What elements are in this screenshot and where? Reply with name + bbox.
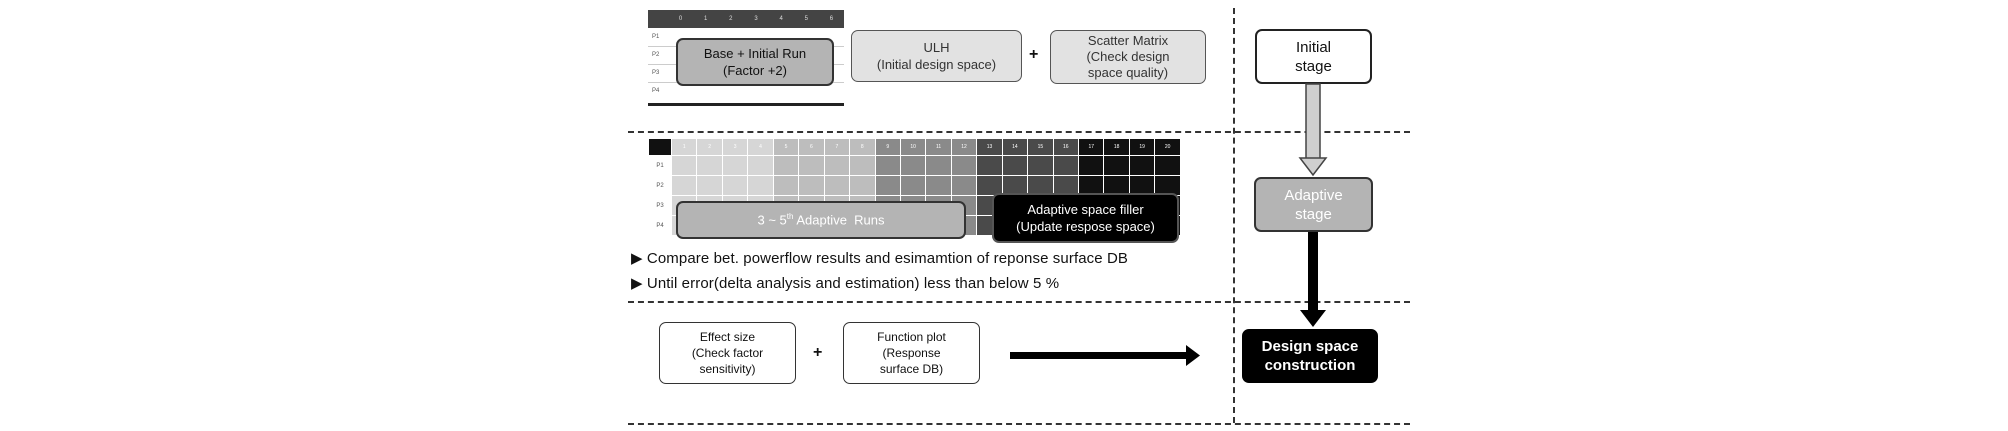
arrow-initial-to-adaptive xyxy=(1298,83,1328,177)
grid-cell xyxy=(696,155,723,176)
grid-cell xyxy=(874,175,901,196)
adaptive-runs-box: 3 ~ 5th Adaptive Runs xyxy=(676,201,966,239)
table-row-label: P3 xyxy=(652,70,660,76)
adaptive-runs-label: 3 ~ 5th Adaptive Runs xyxy=(757,212,885,228)
table-header-cell: 5 xyxy=(804,16,808,22)
bullet-compare: ▶ Compare bet. powerflow results and esi… xyxy=(631,249,1128,267)
adaptive-space-filler-box: Adaptive space filler (Update respose sp… xyxy=(992,193,1179,243)
table-header-cell: 4 xyxy=(779,16,783,22)
grid-header-cell: 10 xyxy=(899,138,927,156)
scatter-line-2: (Check design xyxy=(1086,49,1170,64)
bullet-until-marker: ▶ xyxy=(631,275,647,292)
grid-cell xyxy=(950,155,978,176)
initial-stage-line-1: Initial xyxy=(1295,38,1332,56)
table-row-label: P4 xyxy=(652,88,660,94)
bullet-until-text: Until error(delta analysis and estimatio… xyxy=(646,275,1060,292)
grid-header-cell: 5 xyxy=(772,138,800,156)
ulh-subtitle: (Initial design space) xyxy=(876,57,997,72)
bullet-compare-marker: ▶ xyxy=(631,250,647,267)
grid-cell xyxy=(798,155,825,176)
grid-header-cell: 17 xyxy=(1077,138,1105,156)
grid-cell xyxy=(1154,155,1181,176)
table-bottom-line xyxy=(648,103,844,106)
grid-cell xyxy=(976,155,1003,176)
effect-size-box: Effect size (Check factor sensitivity) xyxy=(659,322,796,384)
grid-cell xyxy=(1154,175,1181,196)
grid-header-cell: 3 xyxy=(721,138,749,156)
grid-header-cell: 15 xyxy=(1027,138,1054,156)
base-run-subtitle: (Factor +2) xyxy=(723,63,787,78)
initial-stage-box: Initial stage xyxy=(1255,29,1372,84)
filler-title: Adaptive space filler xyxy=(1027,202,1144,217)
table-row-label: P1 xyxy=(652,34,660,40)
separator-top xyxy=(628,131,1410,133)
grid-cell xyxy=(1128,175,1156,196)
adaptive-stage-line-2: stage xyxy=(1295,205,1332,223)
table-header-cell: 6 xyxy=(829,16,834,22)
construction-line-2: construction xyxy=(1264,357,1356,374)
grid-cell xyxy=(1027,175,1054,196)
table-header: 0 1 2 3 4 5 6 xyxy=(648,10,844,28)
grid-cell xyxy=(849,175,876,196)
adaptive-stage-line-1: Adaptive xyxy=(1284,186,1343,204)
grid-cell xyxy=(1103,155,1130,176)
function-plot-box: Function plot (Response surface DB) xyxy=(843,322,980,384)
grid-header-cell: 20 xyxy=(1154,138,1181,156)
base-run-title: Base + Initial Run xyxy=(703,46,807,61)
grid-cell xyxy=(1052,175,1080,196)
grid-cell xyxy=(899,155,927,176)
construction-line-1: Design space xyxy=(1261,338,1359,355)
grid-cell xyxy=(772,155,800,176)
plus-sign-bottom: + xyxy=(813,344,823,361)
ulh-title: ULH xyxy=(923,40,950,55)
ulh-box: ULH (Initial design space) xyxy=(851,30,1022,82)
grid-cell xyxy=(747,155,774,176)
grid-row-label: P3 xyxy=(648,195,672,216)
table-header-cell: 3 xyxy=(754,16,758,22)
base-initial-run-box: Base + Initial Run (Factor +2) xyxy=(676,38,834,86)
arrow-adaptive-to-construction xyxy=(1300,232,1326,327)
separator-middle xyxy=(628,301,1410,303)
grid-cell xyxy=(823,155,851,176)
effect-title: Effect size xyxy=(699,330,756,344)
grid-cell xyxy=(798,175,825,196)
function-line-2: (Response xyxy=(882,346,941,360)
separator-bottom xyxy=(628,423,1410,425)
bullet-compare-text: Compare bet. powerflow results and esima… xyxy=(646,250,1128,267)
design-space-construction-box: Design space construction xyxy=(1242,329,1378,383)
effect-line-2: (Check factor xyxy=(691,346,764,360)
separator-vertical xyxy=(1233,8,1235,423)
grid-cell xyxy=(1128,155,1156,176)
grid-row-label: P4 xyxy=(648,215,672,236)
table-header-cells: 0 1 2 3 4 5 6 xyxy=(648,16,844,22)
grid-cell xyxy=(1052,155,1080,176)
initial-stage-line-2: stage xyxy=(1295,57,1332,75)
table-header-cell: 0 xyxy=(678,16,683,22)
filler-subtitle: (Update respose space) xyxy=(1016,219,1155,234)
grid-cell xyxy=(823,175,851,196)
grid-header-cell: 13 xyxy=(976,138,1003,156)
scatter-matrix-box: Scatter Matrix (Check design space quali… xyxy=(1050,30,1206,84)
plus-sign-top: + xyxy=(1029,46,1039,63)
grid-cell xyxy=(950,175,978,196)
table-row-label: P2 xyxy=(652,52,660,58)
scatter-line-3: space quality) xyxy=(1087,65,1169,80)
grid-header-cell: 4 xyxy=(747,138,774,156)
table-header-cell: 2 xyxy=(729,16,733,22)
scatter-title: Scatter Matrix xyxy=(1087,33,1169,48)
effect-line-3: sensitivity) xyxy=(699,362,756,376)
adaptive-stage-box: Adaptive stage xyxy=(1254,177,1373,232)
table-header-cell: 1 xyxy=(704,16,708,22)
grid-header-cell: 2 xyxy=(696,138,723,156)
arrow-bottom-right xyxy=(1010,345,1200,366)
function-line-3: surface DB) xyxy=(879,362,944,376)
bullet-until-error: ▶ Until error(delta analysis and estimat… xyxy=(631,274,1059,292)
function-title: Function plot xyxy=(877,330,946,344)
